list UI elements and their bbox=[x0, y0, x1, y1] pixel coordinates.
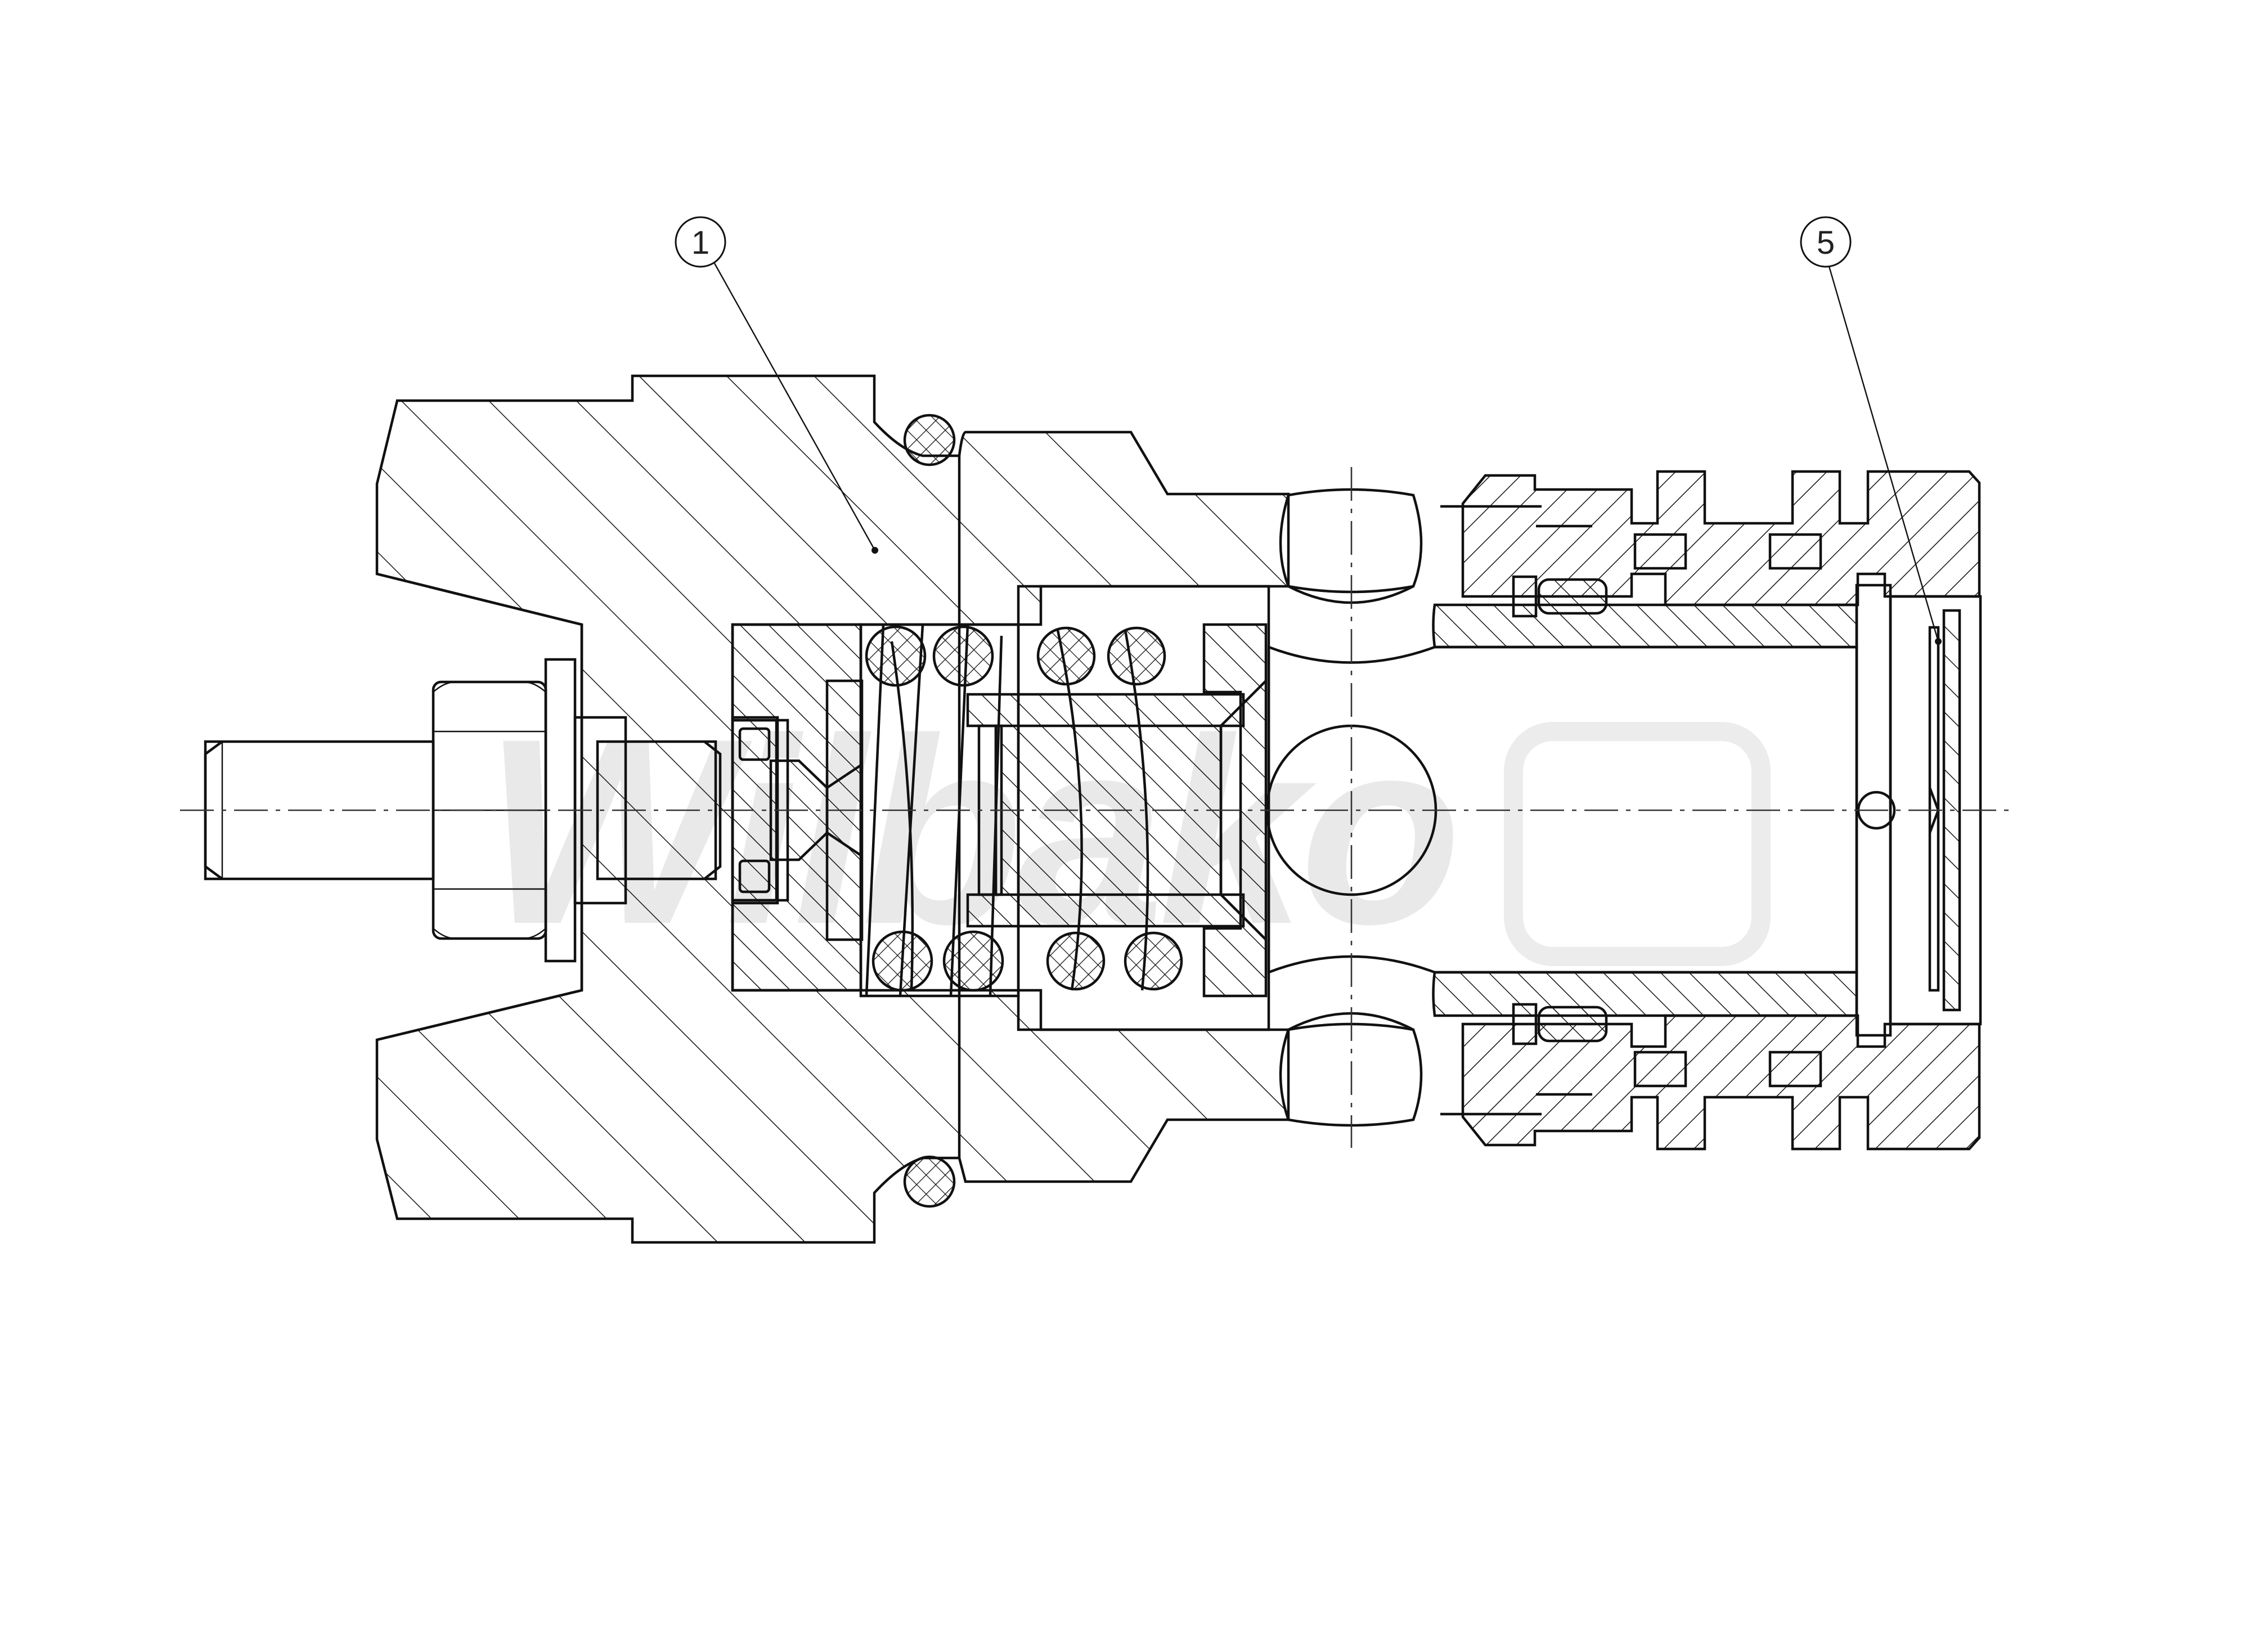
o-ring-bottom bbox=[903, 1155, 956, 1208]
spring-inner-left bbox=[859, 623, 1020, 998]
center-lines bbox=[180, 467, 2009, 1148]
balloon-5-label: 5 bbox=[1817, 225, 1835, 261]
locking-pin-top bbox=[1512, 575, 1608, 618]
balloon-1: 1 bbox=[675, 216, 878, 554]
outer-coupling-sleeve bbox=[1440, 470, 1981, 1151]
guide-collar bbox=[1202, 623, 1268, 998]
locking-pin-bottom bbox=[1512, 1003, 1608, 1045]
valve-seat bbox=[731, 623, 863, 992]
balloon-1-label: 1 bbox=[691, 225, 709, 261]
balloon-5: 5 bbox=[1800, 216, 1942, 645]
o-ring-top bbox=[903, 414, 956, 466]
